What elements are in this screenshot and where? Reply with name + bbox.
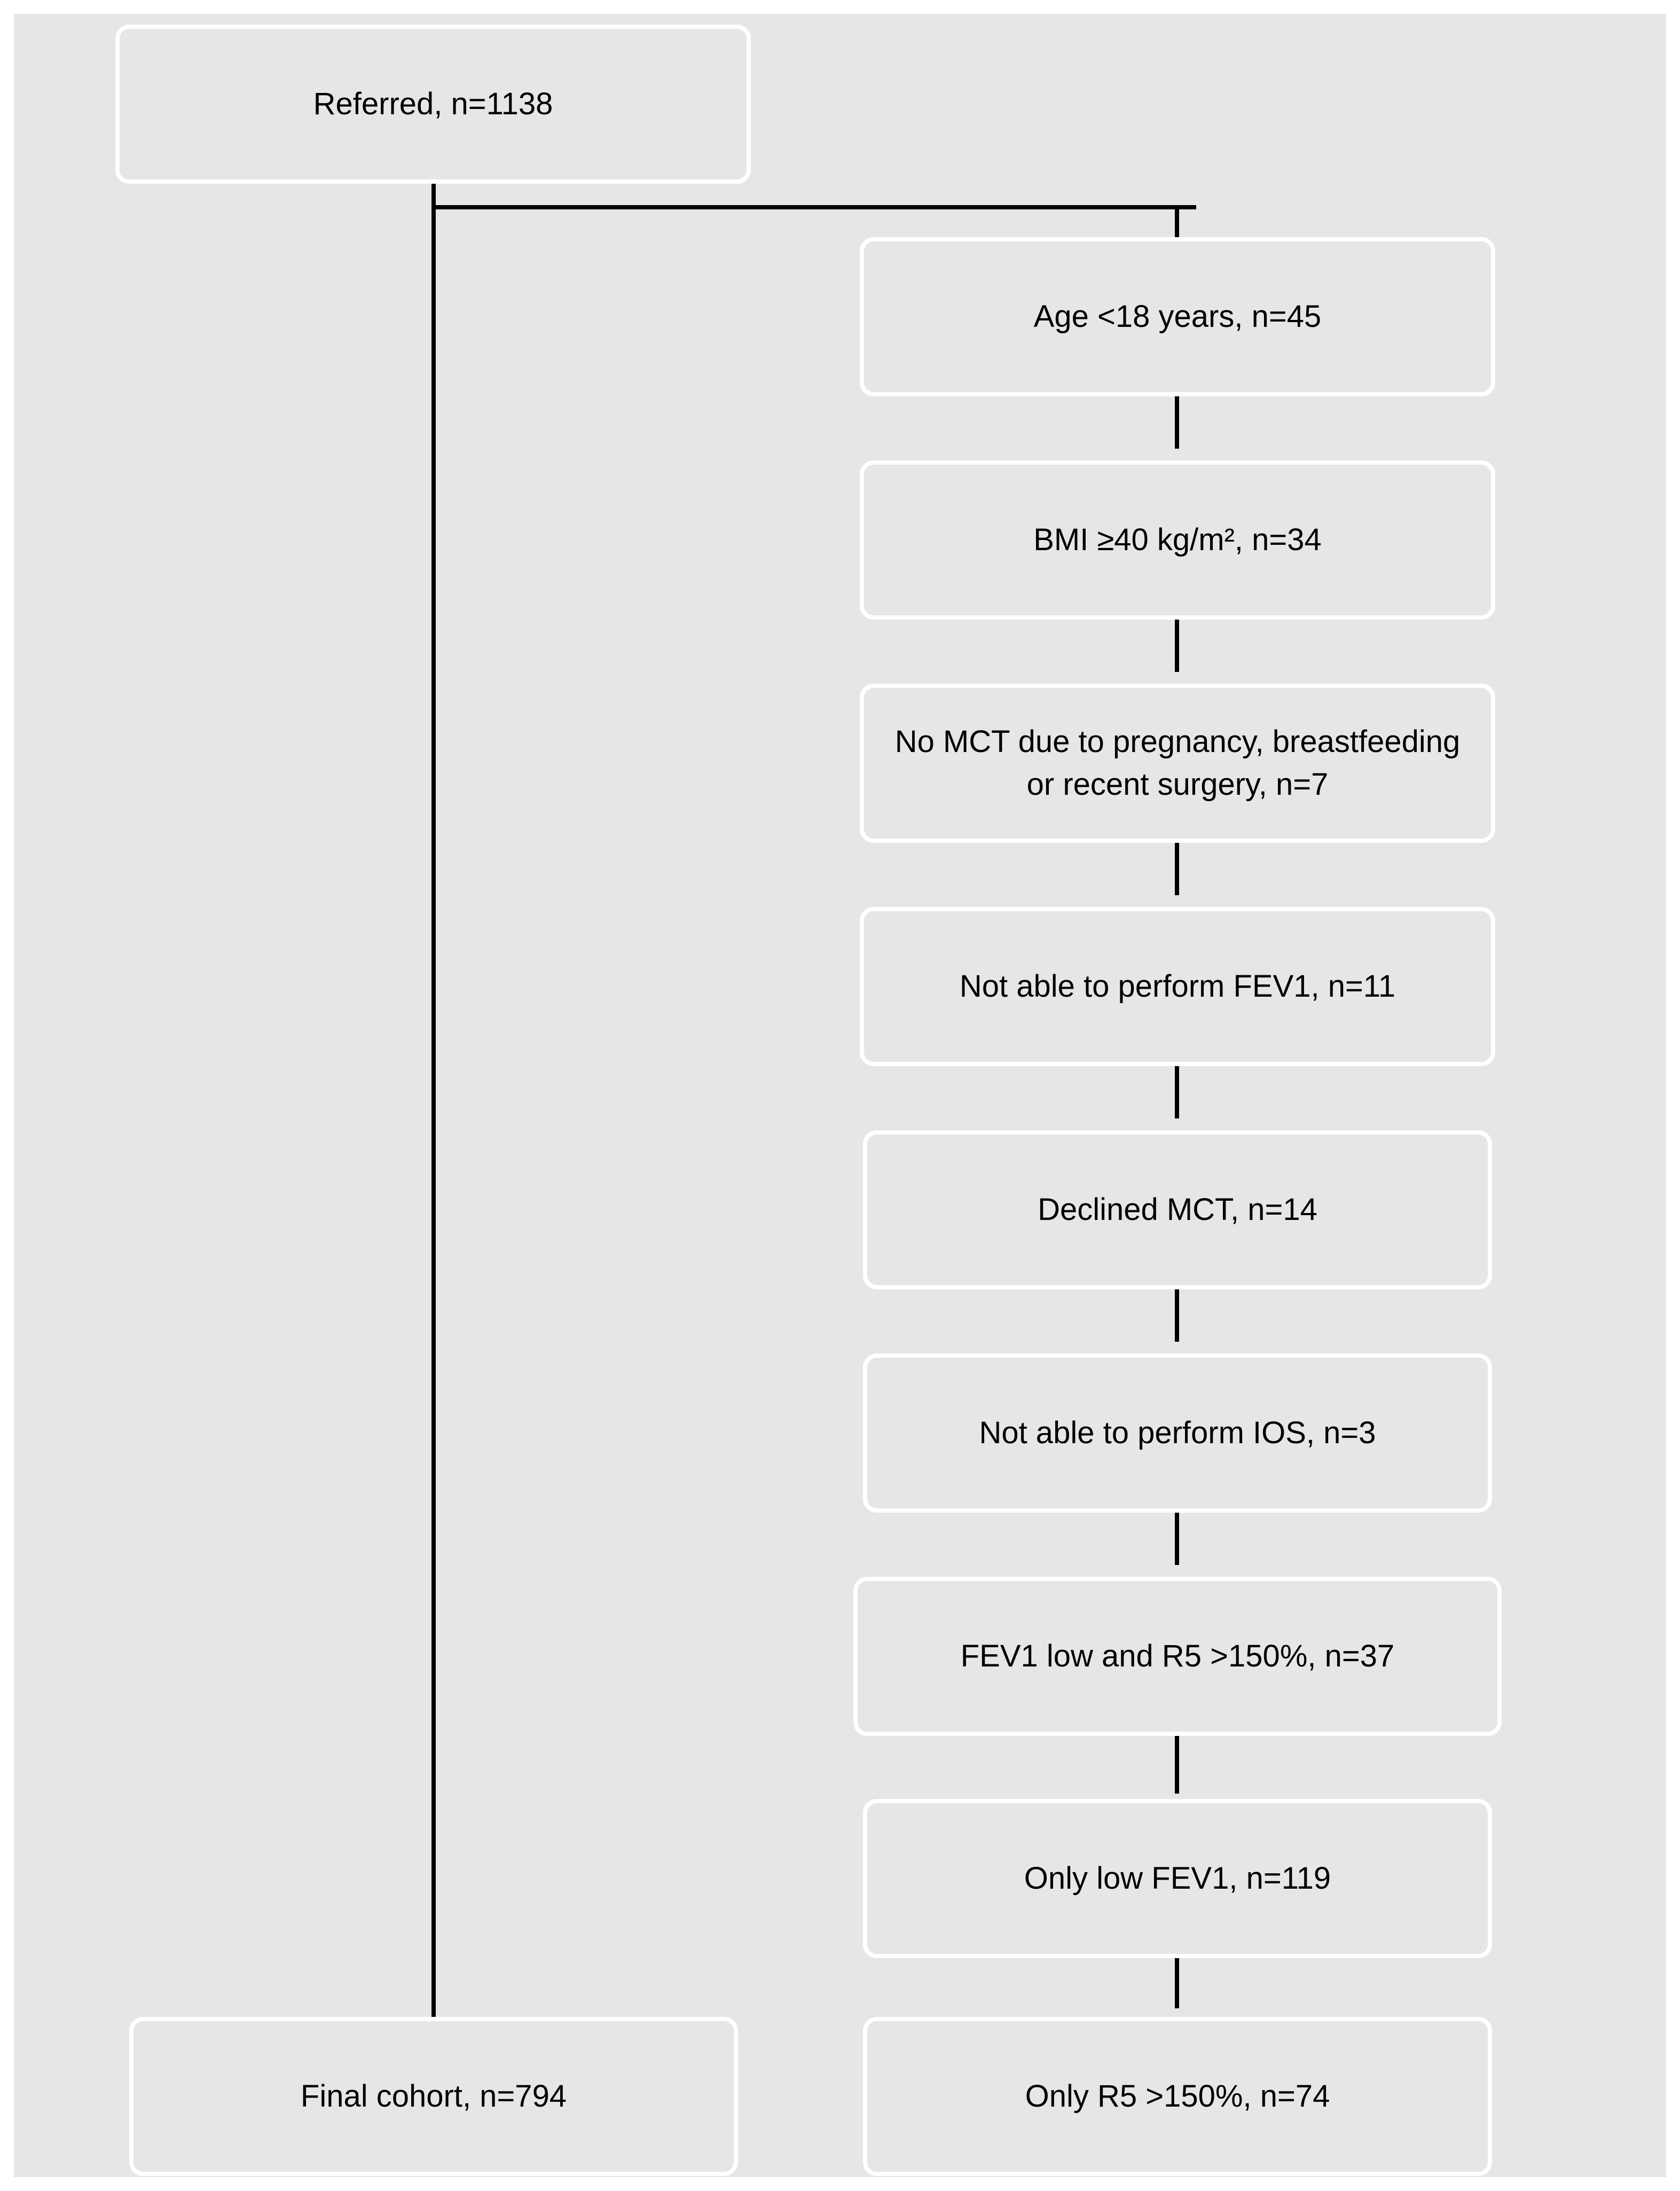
exclusion-fev1-unable-label: Not able to perform FEV1, n=11	[959, 969, 1396, 1004]
exclusion-only-r5-label: Only R5 >150%, n=74	[1025, 2079, 1330, 2114]
exclusion-age-label: Age <18 years, n=45	[1033, 299, 1322, 334]
exclusion-fev1-low-r5-label: FEV1 low and R5 >150%, n=37	[960, 1639, 1395, 1673]
exclusion-only-low-fev1-label: Only low FEV1, n=119	[1024, 1861, 1331, 1896]
exclusion-ios-unable-box: Not able to perform IOS, n=3	[863, 1353, 1492, 1513]
exclusion-declined-mct-label: Declined MCT, n=14	[1038, 1192, 1317, 1227]
connector-horizontal-branch	[431, 205, 1196, 209]
exclusion-ios-unable-label: Not able to perform IOS, n=3	[979, 1415, 1376, 1450]
final-cohort-box: Final cohort, n=794	[129, 2017, 738, 2176]
connector-exclusion-1-2	[1175, 387, 1179, 449]
exclusion-fev1-low-r5-box: FEV1 low and R5 >150%, n=37	[853, 1577, 1502, 1736]
connector-exclusion-2-3	[1175, 610, 1179, 672]
exclusion-only-r5-box: Only R5 >150%, n=74	[863, 2017, 1492, 2176]
connector-exclusion-6-7	[1175, 1503, 1179, 1565]
final-cohort-label: Final cohort, n=794	[300, 2079, 567, 2114]
exclusion-bmi-label: BMI ≥40 kg/m², n=34	[1033, 522, 1322, 557]
connector-exclusion-4-5	[1175, 1057, 1179, 1118]
connector-exclusion-8-9	[1175, 1946, 1179, 2008]
referred-label: Referred, n=1138	[313, 87, 553, 121]
exclusion-no-mct-label: No MCT due to pregnancy, breastfeeding o…	[894, 724, 1461, 802]
exclusion-declined-mct-box: Declined MCT, n=14	[863, 1130, 1492, 1289]
exclusion-fev1-unable-box: Not able to perform FEV1, n=11	[860, 907, 1495, 1066]
connector-branch-drop	[1175, 205, 1179, 237]
flowchart-canvas: Referred, n=1138 Age <18 years, n=45 BMI…	[14, 14, 1666, 2177]
exclusion-only-low-fev1-box: Only low FEV1, n=119	[863, 1799, 1492, 1958]
connector-exclusion-5-6	[1175, 1280, 1179, 1342]
exclusion-no-mct-box: No MCT due to pregnancy, breastfeeding o…	[860, 684, 1495, 843]
connector-exclusion-7-8	[1175, 1732, 1179, 1794]
referred-box: Referred, n=1138	[115, 25, 751, 184]
connector-exclusion-3-4	[1175, 833, 1179, 895]
exclusion-bmi-box: BMI ≥40 kg/m², n=34	[860, 460, 1495, 620]
exclusion-age-box: Age <18 years, n=45	[860, 237, 1495, 396]
connector-main-vertical	[431, 184, 436, 2026]
